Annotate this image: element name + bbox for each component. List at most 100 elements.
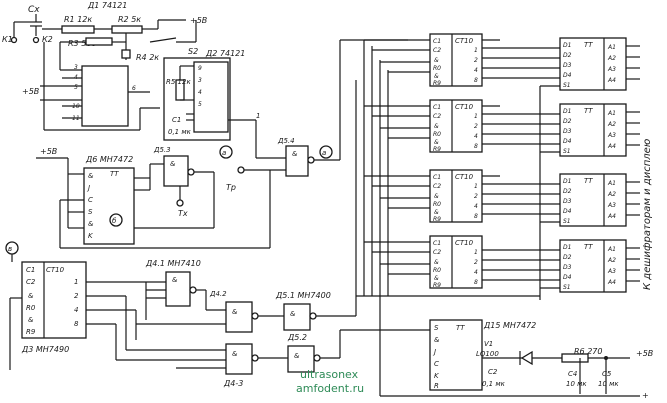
counter-ct10-2	[429, 99, 483, 153]
latch-tt-4	[559, 239, 627, 293]
terminal-tx[interactable]	[176, 199, 184, 207]
counter-3-amp1: &	[434, 193, 439, 200]
d42-label: Д4.2	[209, 290, 227, 298]
d3-r9: R9	[26, 328, 36, 336]
d3-c1: С1	[26, 266, 35, 274]
d6-label: Д6 МН7472	[85, 155, 133, 164]
d15-k: K	[434, 372, 440, 380]
r1-label: R1 12к	[64, 15, 92, 24]
watermark-line2: amfodent.ru	[296, 382, 364, 395]
r3-label: R3 560	[68, 39, 96, 48]
d15-r: R	[434, 382, 439, 390]
counter-2-r9: R9	[433, 146, 441, 153]
chip-d6	[83, 167, 135, 245]
flipflop-d6: +5В Д6 МН7472 ТТ & J C S & K б Д5.3 & Тх	[36, 39, 408, 249]
counter-ct10-1-title: СТ10	[455, 37, 474, 45]
counter-4-q8: 8	[474, 279, 478, 286]
terminal-tr[interactable]	[237, 166, 245, 174]
d51-label: Д5.1 МН7400	[275, 291, 331, 300]
r2-label: R2 5к	[118, 15, 141, 24]
d15-tt: ТТ	[456, 324, 465, 332]
d3-q4: 4	[74, 306, 78, 314]
terminal-k2[interactable]	[32, 36, 40, 44]
mark-a-1	[219, 145, 233, 159]
counter-3-c1: С1	[433, 174, 441, 181]
counter-2-c2: С2	[433, 113, 441, 120]
d1-pin5: 5	[74, 84, 78, 91]
d42-amp: &	[232, 308, 238, 316]
counter-3-q2: 2	[474, 193, 478, 200]
one-shot-d2: Д2 74121 R5 12к 9 3 4 5 С1 0,1 мк 1 a	[163, 49, 260, 159]
counter-1-q8: 8	[474, 77, 478, 84]
d6-tt: ТТ	[110, 170, 119, 178]
latch-tt-3	[559, 173, 627, 227]
input-network: Cx К1 К2 Д1 74121 R1 12к R2 5к +5В R3 56…	[2, 1, 207, 131]
counter-2-q1: 1	[474, 113, 478, 120]
d3-amp1: &	[28, 292, 34, 300]
latch-tt-2	[559, 103, 627, 157]
latch-3-a2: A2	[607, 191, 616, 198]
gate-d43	[225, 343, 253, 375]
counter-3-r0: R0	[433, 201, 441, 208]
led-driver: Д15 МН7472 ТТ S & J C K R V1 LQ100 R6 27…	[380, 319, 653, 400]
latch-3-a4: A4	[607, 213, 616, 220]
latch-3-s1: S1	[563, 218, 571, 225]
latch-3-a3: A3	[607, 202, 616, 209]
latch-1-a1: A1	[607, 44, 616, 51]
latch-2-d2: D2	[563, 118, 572, 125]
d1-pin3: 3	[74, 64, 78, 71]
d3-q1: 1	[74, 278, 78, 286]
counter-1-q4: 4	[474, 67, 478, 74]
latch-4-d2: D2	[563, 254, 572, 261]
latch-1-a3: A3	[607, 66, 616, 73]
counter-ct10-3-title: СТ10	[455, 173, 474, 181]
resistor-r3	[85, 37, 113, 46]
d52-amp: &	[294, 352, 300, 360]
v1-label: V1	[484, 340, 493, 348]
latch-2-d4: D4	[563, 138, 572, 145]
d41-amp: &	[172, 276, 178, 284]
d54-amp: &	[292, 150, 298, 158]
counter-2-q2: 2	[474, 123, 478, 130]
counter-2-q8: 8	[474, 143, 478, 150]
counter-4-amp1: &	[434, 259, 439, 266]
led-v1	[520, 350, 533, 366]
counter-3-r9: R9	[433, 216, 441, 223]
latch-4-d4: D4	[563, 274, 572, 281]
plus5-right-label: +5В	[636, 349, 653, 358]
d2-label: Д2 74121	[205, 49, 245, 58]
mark-b-letter: б	[112, 217, 117, 225]
d6-amp1: &	[88, 172, 94, 180]
counter-3-amp2: &	[434, 209, 439, 216]
d1-label: Д1 74121	[87, 1, 127, 10]
gate-d41-bubble	[189, 286, 197, 294]
d2-pin4: 4	[198, 89, 202, 96]
counter-4-r0: R0	[433, 267, 441, 274]
latch-3-d1: D1	[563, 178, 571, 185]
counter-ct10-2-title: СТ10	[455, 103, 474, 111]
mark-a-2	[319, 145, 333, 159]
d3-label: Д3 МН7490	[21, 345, 69, 354]
resistor-r1	[61, 25, 95, 34]
d2-pin5: 5	[198, 101, 202, 108]
counter-ct10-4	[429, 235, 483, 289]
counter-1-c2: С2	[433, 47, 441, 54]
tr-label: Тр	[226, 183, 236, 192]
latch-tt-4-title: ТТ	[584, 243, 593, 251]
terminal-k1[interactable]	[10, 36, 18, 44]
gate-d53	[163, 155, 189, 187]
resistor-r4	[121, 49, 131, 59]
counter-4-q4: 4	[474, 269, 478, 276]
latch-3-a1: A1	[607, 180, 616, 187]
latch-1-a2: A2	[607, 55, 616, 62]
counter-latch-stages: СТ10С1С2&R0&R91248ТТD1D2D3D4S1A1A2A3A4СТ…	[356, 33, 640, 396]
counter-d3: в СТ10 С1 С2 & R0 & R9 1 2 4 8 Д3 МН7490…	[5, 80, 430, 388]
d53-label: Д5.3	[153, 146, 171, 154]
mark-a-2-letter: a	[322, 149, 326, 157]
latch-tt-1-title: ТТ	[584, 41, 593, 49]
d2-pin3: 3	[198, 77, 202, 84]
c4-label: С4	[568, 370, 577, 378]
c1-value: 0,1 мк	[168, 128, 192, 136]
mark-v-letter: в	[8, 245, 12, 253]
latch-2-a4: A4	[607, 143, 616, 150]
